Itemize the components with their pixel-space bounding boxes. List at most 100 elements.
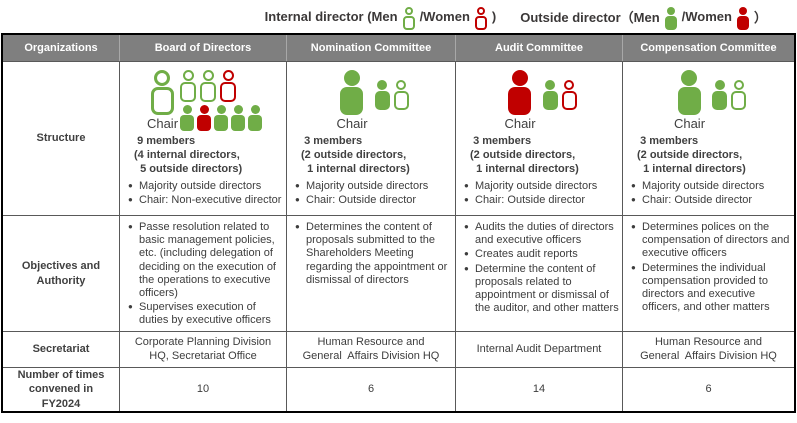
board-outside-directors-icons	[180, 105, 263, 131]
bullet-item: Majority outside directors	[295, 180, 452, 193]
bullet-item: Majority outside directors	[128, 180, 283, 193]
bullet-item: Chair: Outside director	[295, 194, 452, 207]
outline-red-person-icon	[220, 70, 237, 102]
outline-green-person-icon	[731, 80, 747, 110]
row-label-convened: Number of times convened in FY2024	[3, 367, 119, 411]
compensation-chair-person-icon	[677, 70, 701, 115]
header-cell-nomination-committee: Nomination Committee	[286, 35, 455, 61]
outline-green-person-icon	[200, 70, 217, 102]
filled-red-person-icon	[508, 70, 532, 115]
header-cell-audit-committee: Audit Committee	[455, 35, 622, 61]
nomination-members-icons	[374, 80, 409, 110]
secretariat-cell-board: Corporate Planning Division HQ, Secretar…	[119, 331, 286, 367]
structure-cell-audit: Chair 3 members (2 outside directors, 1 …	[455, 61, 622, 215]
audit-members-icons	[542, 80, 577, 110]
internal-director-women-icon	[474, 3, 487, 30]
audit-members-count: 3 members (2 outside directors, 1 intern…	[470, 135, 579, 175]
audit-chair-column: Chair	[504, 70, 536, 131]
filled-green-person-icon	[664, 7, 677, 30]
outside-director-men-icon	[664, 3, 677, 30]
internal-director-men-icon	[402, 3, 415, 30]
board-chair-person-icon	[150, 70, 174, 115]
filled-green-person-icon	[180, 105, 195, 131]
legend-outside-prefix: Outside director（Men	[520, 10, 660, 25]
secretariat-cell-audit: Internal Audit Department	[455, 331, 622, 367]
board-directors-icons	[180, 70, 263, 131]
compensation-members-icons	[712, 80, 747, 110]
convened-cell-audit: 14	[455, 367, 622, 411]
bullet-item: Chair: Outside director	[464, 194, 619, 207]
bullet-item: Determines polices on the compensation o…	[631, 221, 792, 261]
bullet-item: Determine the content of proposals relat…	[464, 263, 620, 316]
header-cell-organizations: Organizations	[3, 35, 119, 61]
board-members-count: 9 members (4 internal directors, 5 outsi…	[134, 135, 243, 175]
secretariat-cell-compensation: Human Resource and General Affairs Divis…	[622, 331, 794, 367]
secretariat-cell-nomination: Human Resource and General Affairs Divis…	[286, 331, 455, 367]
chair-label: Chair	[504, 116, 536, 131]
filled-green-person-icon	[248, 105, 263, 131]
bullet-item: Audits the duties of directors and execu…	[464, 221, 620, 247]
filled-red-person-icon	[197, 105, 212, 131]
board-objectives-bullets: Passe resolution related to basic manage…	[126, 221, 284, 328]
objectives-cell-board: Passe resolution related to basic manage…	[119, 215, 286, 331]
legend-outside-director: Outside director（Men /Women ）	[520, 3, 767, 30]
chair-label: Chair	[673, 116, 706, 131]
outline-green-person-icon	[402, 7, 415, 30]
outline-green-person-icon	[180, 70, 197, 102]
objectives-cell-nomination: Determines the content of proposals subm…	[286, 215, 455, 331]
outline-green-person-icon	[150, 70, 174, 115]
structure-cell-board: Chair 9 members (4 internal directors, 5…	[119, 61, 286, 215]
convened-cell-board: 10	[119, 367, 286, 411]
bullet-item: Chair: Non-executive director	[128, 194, 283, 207]
compensation-structure-bullets: Majority outside directorsChair: Outside…	[629, 180, 791, 208]
compensation-chair-column: Chair	[674, 70, 705, 131]
bullet-item: Passe resolution related to basic manage…	[128, 221, 284, 300]
compensation-members-count: 3 members (2 outside directors, 1 intern…	[637, 135, 746, 175]
convened-cell-nomination: 6	[286, 367, 455, 411]
row-label-objectives: Objectives and Authority	[3, 215, 119, 331]
audit-structure-pictogram: Chair	[462, 69, 619, 131]
filled-green-person-icon	[712, 80, 728, 110]
bullet-item: Majority outside directors	[631, 180, 791, 193]
convened-cell-compensation: 6	[622, 367, 794, 411]
board-internal-directors-icons	[180, 70, 237, 102]
bullet-item: Determines the individual compensation p…	[631, 262, 792, 315]
objectives-cell-compensation: Determines polices on the compensation o…	[622, 215, 794, 331]
bullet-item: Creates audit reports	[464, 248, 620, 261]
chair-label: Chair	[146, 116, 179, 131]
outline-red-person-icon	[474, 7, 487, 30]
objectives-cell-audit: Audits the duties of directors and execu…	[455, 215, 622, 331]
legend-internal-prefix: Internal director (Men	[264, 9, 398, 24]
filled-green-person-icon	[374, 80, 390, 110]
outside-director-women-icon	[736, 3, 749, 30]
filled-green-person-icon	[542, 80, 558, 110]
nomination-structure-pictogram: Chair	[293, 69, 452, 131]
audit-chair-person-icon	[508, 70, 532, 115]
board-structure-bullets: Majority outside directorsChair: Non-exe…	[126, 180, 283, 208]
legend-internal-mid: /Women	[419, 9, 470, 24]
nomination-chair-column: Chair	[336, 70, 368, 131]
legend-outside-suffix: ）	[753, 10, 767, 25]
structure-cell-compensation: Chair 3 members (2 outside directors, 1 …	[622, 61, 794, 215]
filled-red-person-icon	[736, 7, 749, 30]
row-label-structure: Structure	[3, 61, 119, 215]
legend-internal-suffix: )	[491, 9, 497, 24]
chair-label: Chair	[336, 116, 368, 131]
row-label-secretariat: Secretariat	[3, 331, 119, 367]
governance-table: Organizations Board of Directors Nominat…	[1, 33, 796, 413]
header-cell-compensation-committee: Compensation Committee	[622, 35, 794, 61]
board-chair-column: Chair	[147, 70, 178, 131]
filled-green-person-icon	[214, 105, 229, 131]
filled-green-person-icon	[677, 70, 701, 115]
board-structure-pictogram: Chair	[126, 69, 283, 131]
legend: Internal director (Men /Women ) Outside …	[0, 0, 797, 33]
outline-red-person-icon	[561, 80, 577, 110]
nomination-structure-bullets: Majority outside directorsChair: Outside…	[293, 180, 452, 208]
legend-outside-mid: /Women	[681, 9, 732, 24]
nomination-objectives-bullets: Determines the content of proposals subm…	[293, 221, 453, 287]
bullet-item: Majority outside directors	[464, 180, 619, 193]
compensation-structure-pictogram: Chair	[629, 69, 791, 131]
outline-green-person-icon	[393, 80, 409, 110]
bullet-item: Supervises execution of duties by execut…	[128, 301, 284, 327]
compensation-objectives-bullets: Determines polices on the compensation o…	[629, 221, 792, 314]
